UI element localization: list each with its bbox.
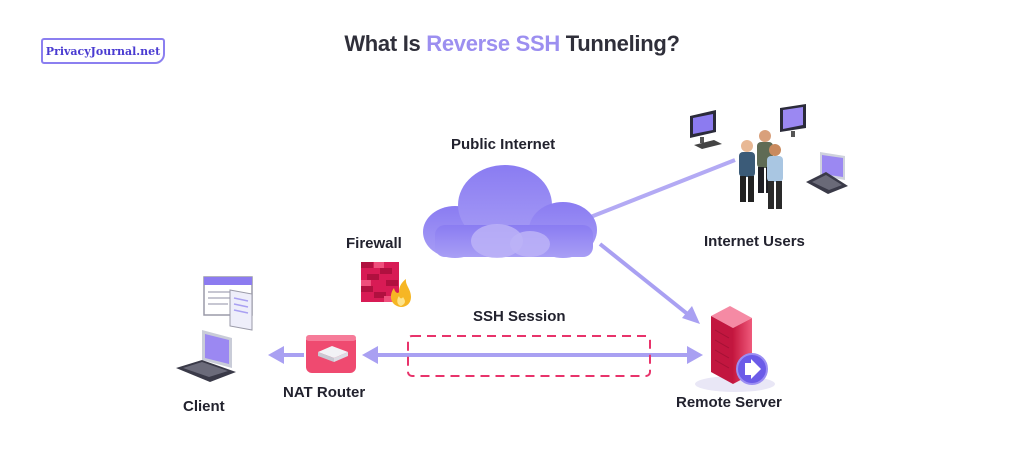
cloud-to-server-arrowhead xyxy=(682,306,700,324)
cloud-icon xyxy=(423,165,597,258)
router-to-client-arrowhead xyxy=(268,346,284,364)
page-title: What Is Reverse SSH Tunneling? xyxy=(0,31,1024,57)
remote-server-label: Remote Server xyxy=(676,394,782,411)
internet-users-icon xyxy=(690,104,848,209)
nat-router-label: NAT Router xyxy=(283,384,366,401)
public-internet-label: Public Internet xyxy=(451,136,556,153)
monitor-icon xyxy=(780,104,806,137)
people-group-icon xyxy=(739,130,783,209)
firewall-icon xyxy=(361,262,411,307)
title-suffix: Tunneling? xyxy=(559,31,680,56)
client-laptop-icon xyxy=(176,330,236,382)
remote-server-icon xyxy=(695,306,775,392)
cloud-to-users-line xyxy=(587,158,736,220)
cloud-to-server-arrow-line xyxy=(598,242,692,318)
tunnel-arrowhead-right xyxy=(687,346,703,364)
title-prefix: What Is xyxy=(344,31,427,56)
brand-badge[interactable]: PrivacyJournal.net xyxy=(41,38,165,64)
document-window-icon xyxy=(203,276,253,331)
ssh-tunnel-box xyxy=(407,335,651,377)
connection-lines xyxy=(268,158,736,364)
nat-router-icon xyxy=(306,335,356,373)
firewall-label: Firewall xyxy=(346,235,402,252)
tunnel-arrowhead-left xyxy=(362,346,378,364)
laptop-icon xyxy=(806,152,848,194)
internet-users-label: Internet Users xyxy=(704,233,805,250)
client-label: Client xyxy=(183,398,225,415)
title-highlight: Reverse SSH xyxy=(426,31,560,56)
monitor-icon xyxy=(690,110,722,149)
ssh-session-label: SSH Session xyxy=(473,308,566,325)
